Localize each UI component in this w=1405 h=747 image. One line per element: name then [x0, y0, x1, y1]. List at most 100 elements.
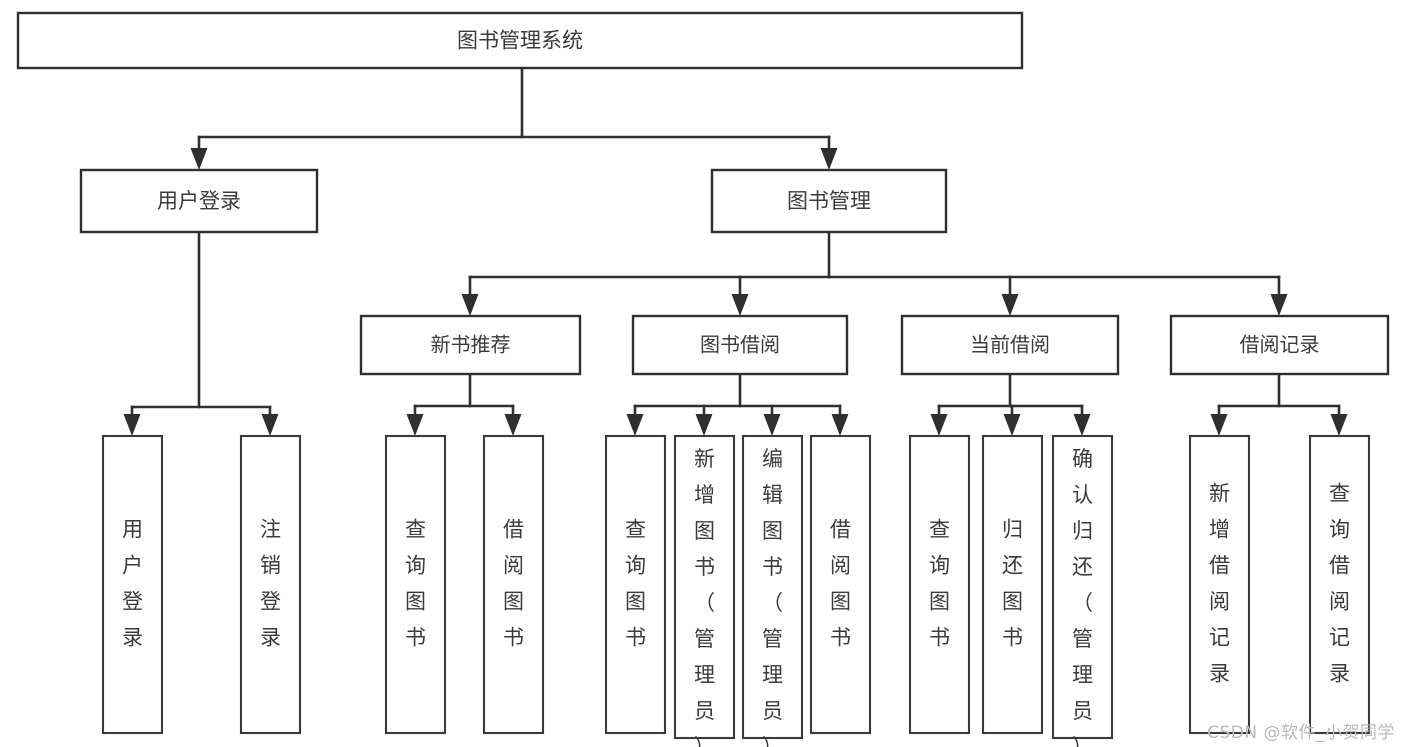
- leaf-node-label-char: 询: [625, 554, 646, 578]
- leaf-node-label-char: 辑: [762, 483, 783, 507]
- node-rect: [809, 434, 872, 735]
- level2-node-label: 用户登录: [157, 189, 241, 213]
- leaf-node-label-char: 书: [1002, 626, 1023, 650]
- leaf-node-label-char: 确: [1072, 447, 1093, 471]
- root-node-图书管理系统[interactable]: 图书管理系统: [16, 11, 1024, 70]
- level3-node-label: 图书借阅: [700, 333, 780, 357]
- arrow-head-icon: [406, 414, 424, 436]
- node-rect: [741, 434, 804, 740]
- arrow-head-icon: [930, 414, 948, 436]
- node-rect: [79, 168, 319, 234]
- arrow-head-icon: [1210, 414, 1228, 436]
- leaf-node-label-char: 归: [1002, 518, 1023, 542]
- leaf-node-label-char: 增: [694, 483, 715, 507]
- leaf-node-label-char: 书: [762, 555, 783, 579]
- leaf-node-label-char: 新: [694, 447, 715, 471]
- leaf-node-label-char: 登: [122, 590, 143, 614]
- level3-node-label: 借阅记录: [1240, 333, 1320, 357]
- leaf-node-label-char: 图: [625, 590, 646, 614]
- leaf-node-label-char: 理: [694, 663, 715, 687]
- arrow-head-icon: [504, 414, 522, 436]
- leaf-node-label-char: 员: [762, 699, 783, 723]
- arrow-head-icon: [1001, 294, 1019, 316]
- leaf-node-label-char: 查: [1329, 482, 1350, 506]
- arrow-head-icon: [123, 414, 141, 436]
- node-rect: [239, 434, 302, 735]
- level3-node-current-borrow[interactable]: 当前借阅: [900, 314, 1120, 376]
- node-layer: 图书管理系统用户登录图书管理新书推荐图书借阅当前借阅借阅记录用户登录注销登录查询…: [16, 11, 1390, 747]
- leaf-node-label-char: 询: [929, 554, 950, 578]
- node-rect: [673, 434, 736, 740]
- node-rect: [604, 434, 667, 735]
- arrow-head-icon: [261, 414, 279, 436]
- leaf-node-label-char: 录: [1209, 662, 1230, 686]
- leaf-node-label-char: ）: [1072, 735, 1093, 747]
- leaf-node-label-char: 阅: [1329, 590, 1350, 614]
- leaf-node-leaf-user-login[interactable]: 用户登录: [101, 434, 164, 735]
- leaf-node-label-char: 还: [1072, 555, 1093, 579]
- leaf-node-label-char: （: [1072, 591, 1093, 615]
- arrow-head-icon: [1003, 414, 1021, 436]
- leaf-node-label-char: 书: [830, 626, 851, 650]
- leaf-node-label-char: 记: [1329, 626, 1350, 650]
- level2-node-label: 图书管理: [787, 189, 871, 213]
- level2-node-user-login[interactable]: 用户登录: [79, 168, 319, 234]
- leaf-node-label-char: 询: [1329, 518, 1350, 542]
- leaf-node-label-char: （: [762, 591, 783, 615]
- arrow-head-icon: [626, 414, 644, 436]
- arrow-head-icon: [763, 414, 781, 436]
- connector-layer: [123, 66, 1348, 436]
- leaf-node-label-char: 认: [1072, 483, 1093, 507]
- leaf-node-label-char: 登: [260, 590, 281, 614]
- leaf-node-label-char: 借: [1329, 554, 1350, 578]
- leaf-node-label-char: 录: [122, 626, 143, 650]
- leaf-node-label-char: 图: [929, 590, 950, 614]
- leaf-node-label-char: 增: [1209, 518, 1230, 542]
- leaf-node-label-char: 查: [405, 518, 426, 542]
- level3-node-new-book-recommend[interactable]: 新书推荐: [359, 314, 582, 376]
- leaf-node-label-char: 理: [1072, 663, 1093, 687]
- leaf-node-label-char: 阅: [503, 554, 524, 578]
- node-rect: [981, 434, 1044, 735]
- leaf-node-label-char: 借: [830, 518, 851, 542]
- leaf-node-label-char: 书: [929, 626, 950, 650]
- arrow-head-icon: [1073, 414, 1091, 436]
- node-rect: [710, 168, 948, 234]
- arrow-head-icon: [695, 414, 713, 436]
- node-rect: [384, 434, 447, 735]
- node-rect: [16, 11, 1024, 70]
- leaf-node-label-char: 图: [762, 519, 783, 543]
- leaf-node-label-char: 借: [503, 518, 524, 542]
- level3-node-book-borrow[interactable]: 图书借阅: [631, 314, 849, 376]
- level2-node-book-manage[interactable]: 图书管理: [710, 168, 948, 234]
- level3-node-borrow-record[interactable]: 借阅记录: [1169, 314, 1390, 376]
- leaf-node-label-char: 查: [625, 518, 646, 542]
- leaf-node-label-char: ）: [762, 735, 783, 747]
- leaf-node-label-char: 书: [694, 555, 715, 579]
- leaf-node-label-char: 书: [405, 626, 426, 650]
- leaf-node-label-char: 图: [405, 590, 426, 614]
- leaf-node-label-char: 销: [260, 554, 281, 578]
- leaf-node-label-char: 理: [762, 663, 783, 687]
- leaf-node-label-char: 图: [503, 590, 524, 614]
- node-rect: [908, 434, 971, 735]
- leaf-node-label-char: 员: [1072, 699, 1093, 723]
- leaf-node-label-char: 新: [1209, 482, 1230, 506]
- leaf-node-label-char: 编: [762, 447, 783, 471]
- leaf-node-label-char: 还: [1002, 554, 1023, 578]
- leaf-node-label-char: 阅: [1209, 590, 1230, 614]
